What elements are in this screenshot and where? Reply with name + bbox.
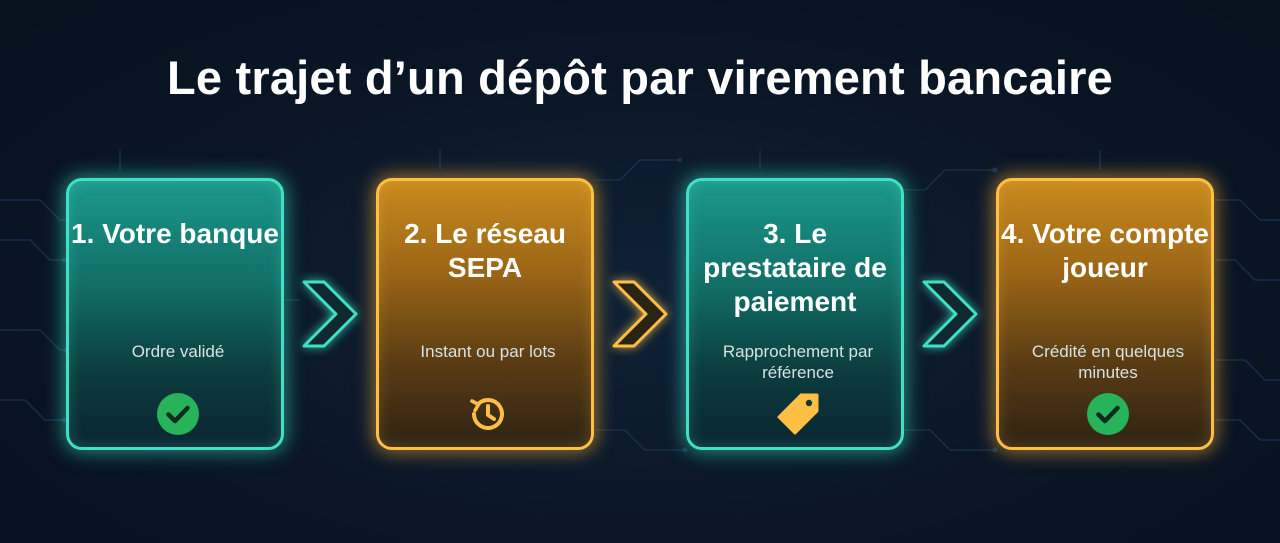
step-card-1: 1. Votre banque Ordre validé <box>66 178 284 450</box>
chevron-right-icon <box>610 278 670 350</box>
step-subtitle: Instant ou par lots <box>420 342 556 361</box>
check-circle-icon <box>156 392 200 436</box>
chevron-right-icon <box>920 278 980 350</box>
price-tag-icon <box>776 392 820 436</box>
step-card-3: 3. Le prestataire de paiement Rapprochem… <box>686 178 904 450</box>
page-title: Le trajet d’un dépôt par virement bancai… <box>166 51 1113 104</box>
step-card-4: 4. Votre compte joueur Crédité en quelqu… <box>996 178 1214 450</box>
step-subtitle: Crédité en quelques minutes <box>1031 342 1185 382</box>
check-circle-icon <box>1086 392 1130 436</box>
step-title: 1. Votre banque <box>71 218 279 249</box>
step-title: 3. Le prestataire de paiement <box>703 218 887 317</box>
step-title: 4. Votre compte joueur <box>1001 218 1209 283</box>
step-subtitle: Rapprochement par référence <box>722 342 874 382</box>
step-subtitle: Ordre validé <box>131 342 225 361</box>
step-title: 2. Le réseau SEPA <box>404 218 566 283</box>
step-card-2: 2. Le réseau SEPA Instant ou par lots <box>376 178 594 450</box>
clock-history-icon <box>466 392 510 436</box>
chevron-right-icon <box>300 278 360 350</box>
